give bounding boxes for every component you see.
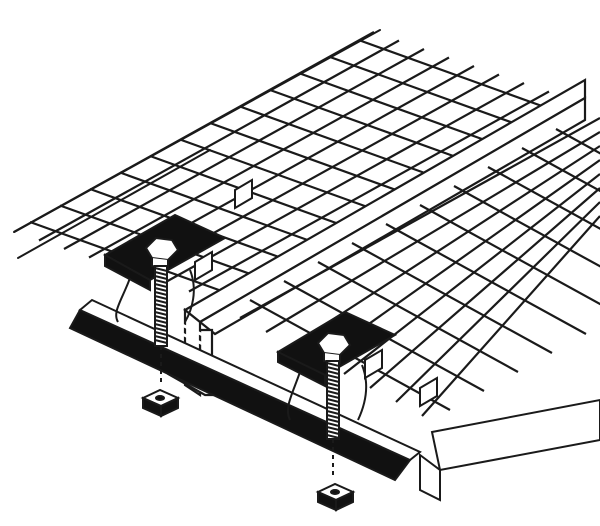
lower-cross-bar [453,185,600,268]
bolt-thread [326,386,340,391]
bolt-thread [154,311,168,316]
upper-bearing-bar [38,39,400,242]
lower-cross-bar [521,147,600,193]
square-nut-right-side [335,490,354,512]
bolt-thread [326,426,340,431]
bolt-thread [326,390,340,395]
bolt-thread [154,283,168,288]
bolt-thread [154,335,168,340]
saddle-clip-right [275,310,398,512]
upper-cross-bar [119,171,321,246]
bolt-thread [154,287,168,292]
lower-grating-front-edge [419,398,600,502]
bolt-thread [154,267,168,272]
bolt-thread [154,327,168,332]
lower-bearing-bar [395,201,600,403]
square-nut-left-hole [155,395,165,401]
saddle-clip-right-lip [277,350,326,388]
bolt-thread [326,378,340,383]
square-nut-right-hole [330,489,340,495]
bolt-thread [326,374,340,379]
upper-cross-bar [299,72,501,147]
square-nut-left-side [160,396,179,418]
bolt-thread [154,299,168,304]
hex-bolt-left-thread [154,267,168,344]
bolt-thread [326,410,340,415]
lower-grating-end-notch [419,453,441,502]
saddle-clip-left-leg-front [115,277,131,323]
bearing-bar-cap-2 [364,348,383,380]
bolt-thread [326,362,340,367]
bolt-thread [154,315,168,320]
upper-grating-front-edge-low [17,149,211,259]
lower-bearing-bar [369,187,600,389]
bolt-thread [326,406,340,411]
bolt-thread [154,339,168,344]
upper-cross-bar [359,39,561,114]
saddle-clip-left [102,213,228,418]
lower-bearing-bar [265,131,600,333]
upper-cross-bar [179,138,381,213]
upper-cross-bar [239,105,441,180]
upper-cross-bar [209,121,411,197]
bolt-thread [154,303,168,308]
bearing-bar-cap-4 [234,178,253,210]
bolt-thread [326,414,340,419]
bearing-bar-cap-3 [419,376,438,408]
saddle-clip-left-lip [104,253,151,292]
lower-bearing-bar [239,117,600,319]
upper-bearing-bar [63,48,425,250]
bolt-thread [326,430,340,435]
bolt-thread [154,331,168,336]
lower-cross-bar [419,204,600,306]
bolt-thread [154,275,168,280]
bearing-bar-cap-1 [194,250,213,282]
saddle-clip-right-leg-back [357,364,368,421]
bolt-thread [154,319,168,324]
bolt-thread [154,295,168,300]
upper-bearing-bar [13,31,375,233]
lower-cross-bar [487,166,600,230]
lower-cross-bar [555,128,600,155]
bearing-bar-caps [194,178,438,408]
lower-cross-bar [385,223,587,335]
bolt-thread [326,366,340,371]
bolt-thread [326,422,340,427]
upper-bearing-bar [163,82,525,284]
upper-cross-bar [269,88,471,164]
bolt-thread [326,394,340,399]
upper-bearing-bar [188,90,550,293]
bolt-thread [326,418,340,423]
hex-bolt-right-thread [326,362,340,439]
bolt-thread [154,291,168,296]
bolt-thread [326,398,340,403]
bolt-thread [154,323,168,328]
lower-bearing-bar [421,215,600,417]
bolt-thread [326,382,340,387]
bolt-thread [326,434,340,439]
bolt-thread [154,307,168,312]
upper-bearing-bar [88,56,450,259]
bolt-thread [154,271,168,276]
bolt-thread [326,402,340,407]
bolt-thread [154,279,168,284]
saddle-clip-right-leg-front [286,371,301,421]
upper-cross-bar [329,55,531,131]
saddle-clip-left-leg-back [184,269,195,323]
lower-grating-end-face [430,398,600,472]
bolt-thread [326,370,340,375]
